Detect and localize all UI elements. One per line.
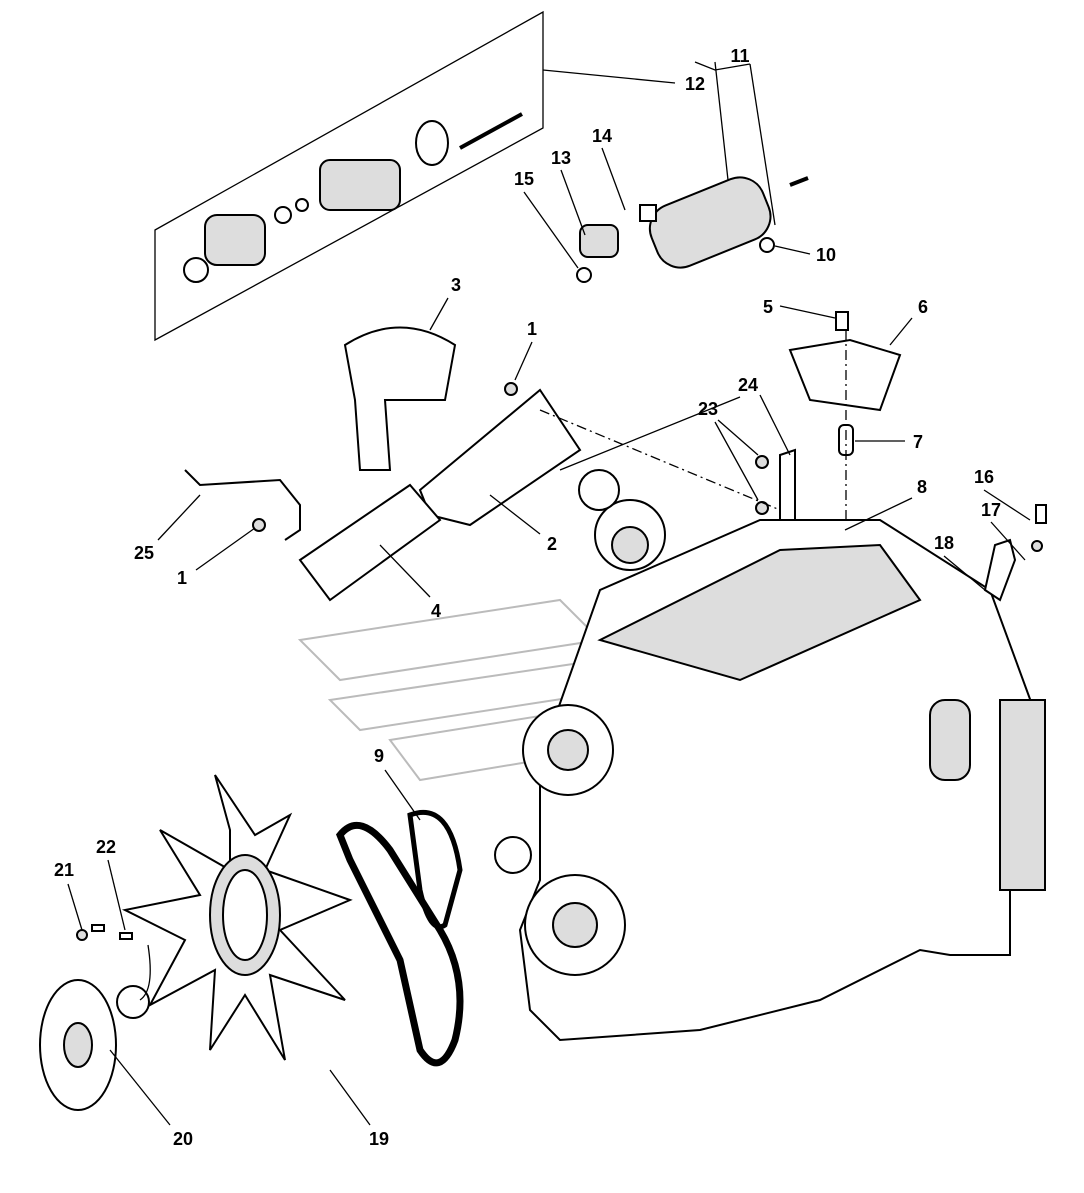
callout-14: 14 xyxy=(592,126,612,146)
support-bracket xyxy=(779,448,796,532)
callout-19: 19 xyxy=(369,1129,389,1149)
callout-16: 16 xyxy=(974,467,994,487)
heat-shields xyxy=(184,326,582,602)
callout-18: 18 xyxy=(934,533,954,553)
callout-22: 22 xyxy=(96,837,116,857)
callout-9: 9 xyxy=(374,746,384,766)
stud xyxy=(459,112,523,150)
callout-20: 20 xyxy=(173,1129,193,1149)
callout-13: 13 xyxy=(551,148,571,168)
cap-nut xyxy=(183,257,209,283)
callout-7: 7 xyxy=(913,432,923,452)
callout-labels: 12 11 14 13 15 10 3 1 5 6 24 23 7 8 16 1… xyxy=(54,46,1001,1149)
callout-12: 12 xyxy=(685,74,705,94)
cooling-fan xyxy=(121,774,353,1061)
o-ring xyxy=(415,120,449,166)
callout-10: 10 xyxy=(816,245,836,265)
callout-11: 11 xyxy=(730,46,749,66)
starter-motor xyxy=(576,176,809,283)
leader-lines xyxy=(67,61,1031,1126)
callout-21: 21 xyxy=(54,860,74,880)
nut xyxy=(274,206,292,224)
callout-2: 2 xyxy=(547,534,557,554)
bolt xyxy=(835,311,849,331)
callout-1b: 1 xyxy=(177,568,187,588)
bracket xyxy=(788,338,902,412)
callout-5: 5 xyxy=(763,297,773,317)
callout-17: 17 xyxy=(981,500,1001,520)
callout-6: 6 xyxy=(918,297,928,317)
callout-4: 4 xyxy=(431,601,441,621)
fan-clutch xyxy=(39,924,151,1111)
callout-3: 3 xyxy=(451,275,461,295)
solenoid-cover xyxy=(204,214,266,266)
solenoid xyxy=(319,159,401,211)
drive-belt xyxy=(335,809,464,1067)
callout-24: 24 xyxy=(738,375,758,395)
starter-exploded-box xyxy=(154,10,544,342)
callout-23: 23 xyxy=(698,399,718,419)
engine-block xyxy=(494,469,1047,1042)
callout-25: 25 xyxy=(134,543,154,563)
washer xyxy=(295,198,309,212)
callout-8: 8 xyxy=(917,477,927,497)
callout-15: 15 xyxy=(514,169,534,189)
callout-1: 1 xyxy=(527,319,537,339)
